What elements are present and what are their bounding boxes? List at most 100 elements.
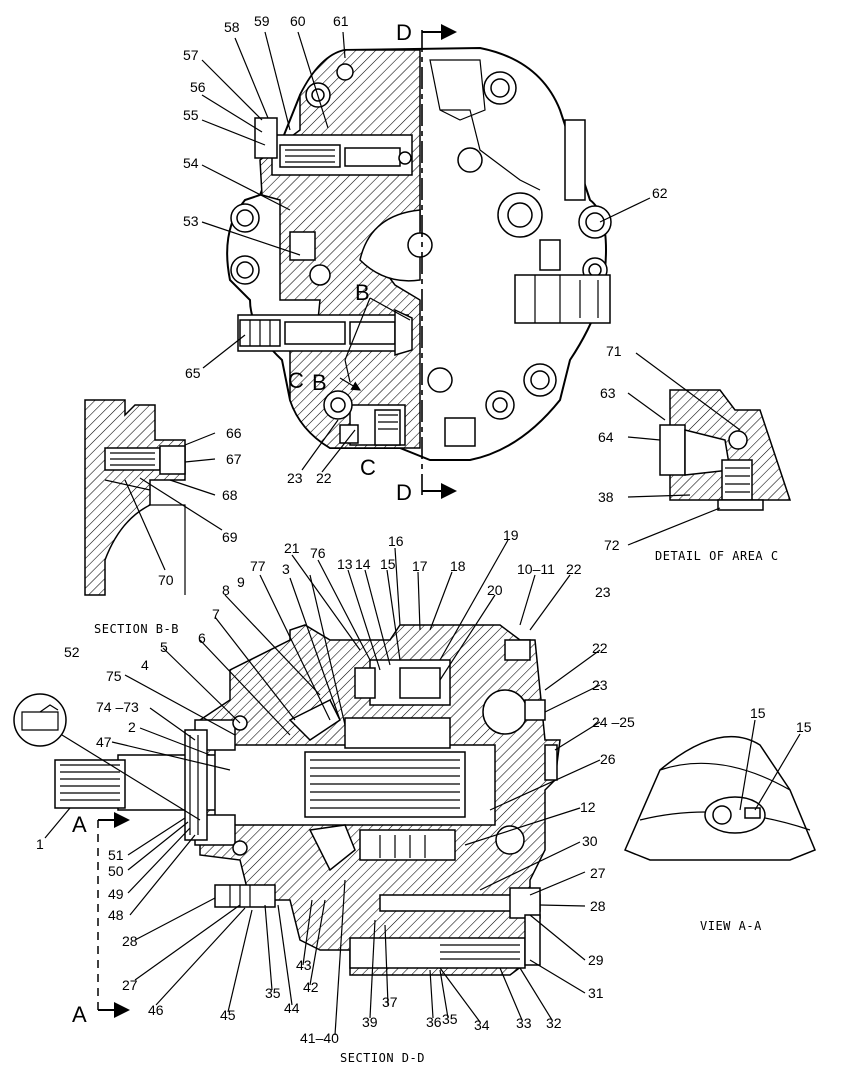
callout-21: 21	[284, 540, 300, 556]
callout-32: 32	[546, 1015, 562, 1031]
section-bb-view	[84, 399, 186, 596]
housing-outline-top	[226, 46, 607, 461]
caption-view-aa: VIEW A-A	[700, 919, 762, 933]
callout-55: 55	[183, 107, 199, 123]
caption-section-dd: SECTION D-D	[340, 1051, 425, 1065]
callout-23-mid: 23	[595, 584, 611, 600]
port-fitting	[514, 274, 611, 324]
callout-66: 66	[226, 425, 242, 441]
callout-72: 72	[604, 537, 620, 553]
callout-63: 63	[600, 385, 616, 401]
callout-58: 58	[224, 19, 240, 35]
callout-53: 53	[183, 213, 199, 229]
callout-13: 13	[337, 556, 353, 572]
callout-3: 3	[282, 561, 290, 577]
section-letter-d-top: D	[396, 20, 412, 45]
section-letter-c-left: C	[288, 368, 304, 393]
callout-43: 43	[296, 957, 312, 973]
detail-seat-72	[717, 499, 764, 511]
callout-74-73: 74 –73	[96, 699, 139, 715]
view-letter-a-lower: A	[72, 1002, 87, 1027]
port-hole-right	[482, 689, 528, 735]
detail-plug-63	[659, 424, 686, 476]
callout-35-mid: 35	[442, 1011, 458, 1027]
caption-section-bb: SECTION B-B	[94, 622, 179, 636]
plug-60	[398, 151, 412, 165]
callout-27-left: 27	[122, 977, 138, 993]
section-letter-d-bottom: D	[396, 480, 412, 505]
callout-22-mid: 22	[566, 561, 582, 577]
callout-29: 29	[588, 952, 604, 968]
detail-ball-71	[728, 430, 748, 450]
callout-42: 42	[303, 979, 319, 995]
callout-45: 45	[220, 1007, 236, 1023]
callout-15-top: 15	[380, 556, 396, 572]
callout-4: 4	[141, 657, 149, 673]
callout-65: 65	[185, 365, 201, 381]
callout-44: 44	[284, 1000, 300, 1016]
section-letter-b-upper: B	[355, 280, 370, 305]
callout-57: 57	[183, 47, 199, 63]
callout-64: 64	[598, 429, 614, 445]
callout-51: 51	[108, 847, 124, 863]
callout-46: 46	[148, 1002, 164, 1018]
callout-20: 20	[487, 582, 503, 598]
callout-12: 12	[580, 799, 596, 815]
callout-27-right: 27	[590, 865, 606, 881]
callout-15-view-b: 15	[796, 719, 812, 735]
callout-62: 62	[652, 185, 668, 201]
callout-38: 38	[598, 489, 614, 505]
callout-6: 6	[198, 630, 206, 646]
detail-area-c	[659, 389, 792, 511]
callout-59: 59	[254, 13, 270, 29]
view-letter-a-upper: A	[72, 812, 87, 837]
callout-70: 70	[158, 572, 174, 588]
callout-37: 37	[382, 994, 398, 1010]
callout-16: 16	[388, 533, 404, 549]
bolt-27	[214, 884, 276, 908]
callout-36: 36	[426, 1014, 442, 1030]
callout-15-view-a: 15	[750, 705, 766, 721]
callout-54: 54	[183, 155, 199, 171]
callout-28-right: 28	[590, 898, 606, 914]
callout-17: 17	[412, 558, 428, 574]
leader-lines	[44, 31, 801, 1036]
callout-10-11: 10–11	[517, 561, 555, 577]
cap-57	[254, 117, 278, 159]
spool-59	[344, 147, 401, 167]
callout-7: 7	[212, 606, 220, 622]
callout-56: 56	[190, 79, 206, 95]
callout-1: 1	[36, 836, 44, 852]
callout-75: 75	[106, 668, 122, 684]
callout-22-top: 22	[316, 470, 332, 486]
piston-lower	[359, 829, 456, 861]
callout-39: 39	[362, 1014, 378, 1030]
callout-47: 47	[96, 734, 112, 750]
callout-41-40: 41–40	[300, 1030, 339, 1046]
callout-71: 71	[606, 343, 622, 359]
callout-61: 61	[333, 13, 349, 29]
callout-8: 8	[222, 582, 230, 598]
top-end-view	[226, 24, 612, 499]
callout-22-right: 22	[592, 640, 608, 656]
bottom-plug-assembly	[349, 937, 526, 969]
callout-23-right: 23	[592, 677, 608, 693]
callout-31: 31	[588, 985, 604, 1001]
callout-52: 52	[64, 644, 80, 660]
callout-30: 30	[582, 833, 598, 849]
callout-24-25: 24 –25	[592, 714, 635, 730]
callout-9: 9	[237, 574, 245, 590]
callout-5: 5	[160, 639, 168, 655]
callout-14: 14	[355, 556, 371, 572]
callout-35-left: 35	[265, 985, 281, 1001]
callout-18: 18	[450, 558, 466, 574]
section-letter-c-area: C	[360, 455, 376, 480]
piston-upper	[344, 717, 451, 749]
callout-76: 76	[310, 545, 326, 561]
callout-68: 68	[222, 487, 238, 503]
callout-34: 34	[474, 1017, 490, 1033]
callout-67: 67	[226, 451, 242, 467]
callout-77: 77	[250, 558, 266, 574]
